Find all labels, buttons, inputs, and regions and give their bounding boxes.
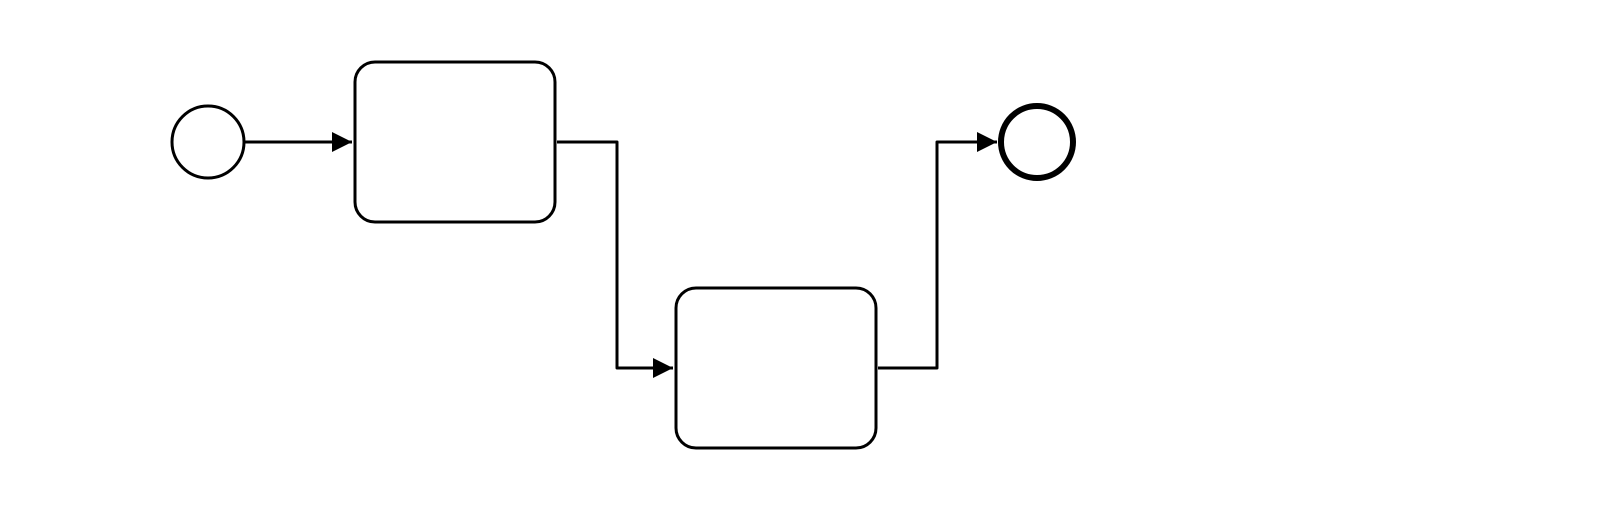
sequence-flow-task1-to-task2[interactable]	[557, 140, 673, 378]
task-2[interactable]	[674, 286, 878, 450]
sequence-flow-task2-to-end[interactable]	[878, 132, 997, 370]
task-1[interactable]	[353, 60, 557, 224]
start-event[interactable]	[170, 104, 246, 180]
end-event[interactable]	[998, 103, 1076, 181]
sequence-flows	[241, 132, 997, 378]
